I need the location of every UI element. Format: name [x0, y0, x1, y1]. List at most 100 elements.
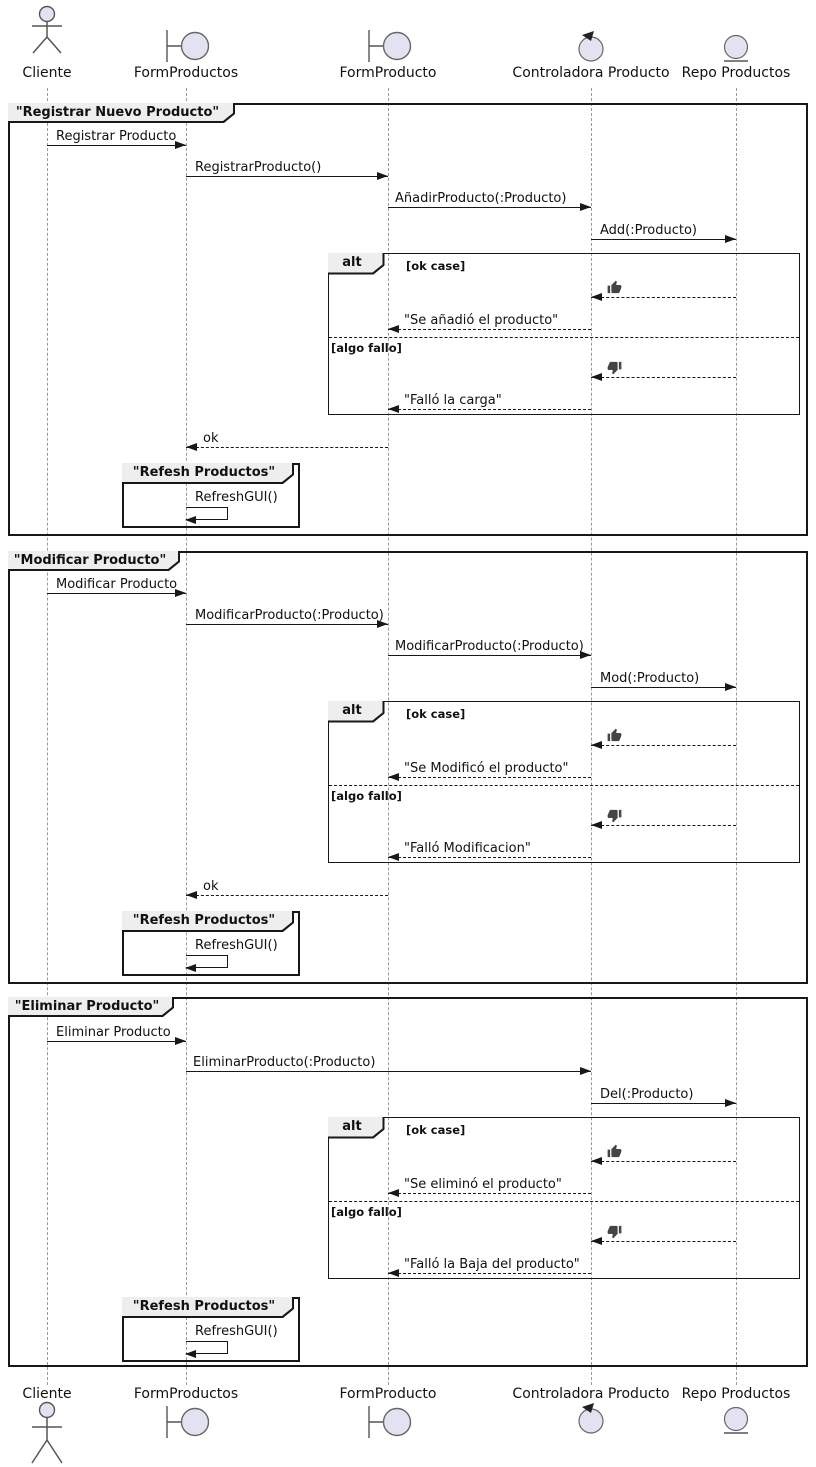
- message-label: "Falló la Baja del producto": [404, 1257, 580, 1272]
- alt-divider: [329, 337, 799, 338]
- guard-fail-label: [algo fallo]: [331, 789, 402, 803]
- message-label: Eliminar Producto: [56, 1025, 171, 1040]
- message-registrarproducto-fn: RegistrarProducto(): [186, 160, 388, 180]
- message-anadirproducto: AñadirProducto(:Producto): [388, 191, 591, 211]
- boundary-icon: [166, 30, 210, 62]
- boundary-icon: [166, 1406, 210, 1438]
- participant-repo-label-bottom: Repo Productos: [681, 1386, 791, 1402]
- frame-refresh-1: "Refesh Productos": [122, 463, 300, 528]
- alt-operator-tab: alt: [328, 701, 385, 723]
- alt-fragment-registrar: alt [ok case] [algo fallo]: [328, 253, 800, 415]
- frame-modificar-title: "Modificar Producto": [13, 552, 167, 568]
- guard-ok-label: [ok case]: [406, 259, 466, 273]
- frame-eliminar: "Eliminar Producto": [8, 997, 808, 1367]
- return-se-elimino: "Se eliminó el producto": [388, 1177, 591, 1197]
- return-ok: ok: [186, 879, 388, 899]
- participant-formproductos-label-bottom: FormProductos: [133, 1386, 239, 1402]
- alt-operator-label: alt: [342, 1119, 362, 1134]
- control-icon: [578, 1403, 604, 1434]
- message-registrar-producto: Registrar Producto: [47, 129, 186, 149]
- guard-fail-label: [algo fallo]: [331, 1205, 402, 1219]
- frame-refresh-title: "Refesh Productos": [132, 1299, 276, 1314]
- frame-refresh-title-tab: "Refesh Productos": [122, 1297, 294, 1318]
- message-label: "Falló Modificacion": [404, 841, 531, 856]
- return-fallo-baja: "Falló la Baja del producto": [388, 1257, 591, 1277]
- message-label: EliminarProducto(:Producto): [193, 1055, 376, 1070]
- boundary-icon: [368, 30, 412, 62]
- frame-refresh-3: "Refesh Productos": [122, 1297, 300, 1362]
- frame-refresh-title-tab: "Refesh Productos": [122, 463, 294, 484]
- frame-modificar: "Modificar Producto": [8, 551, 808, 984]
- message-modificar-producto: Modificar Producto: [47, 577, 186, 597]
- frame-refresh-2: "Refesh Productos": [122, 911, 300, 976]
- thumbs-down-icon: [607, 809, 622, 823]
- message-label: RefreshGUI(): [195, 490, 278, 505]
- message-label: Del(:Producto): [600, 1087, 694, 1102]
- lifeline-formproducto: [388, 88, 389, 1385]
- guard-fail-label: [algo fallo]: [331, 341, 402, 355]
- return-thumbs-up: [591, 728, 736, 749]
- message-label: "Se Modificó el producto": [404, 761, 569, 776]
- message-eliminar-producto: Eliminar Producto: [47, 1025, 186, 1045]
- message-label: Mod(:Producto): [600, 671, 700, 686]
- message-label: "Se eliminó el producto": [404, 1177, 562, 1192]
- participant-controladora-label: Controladora Producto: [512, 65, 670, 81]
- message-label: ModificarProducto(:Producto): [195, 608, 384, 623]
- thumbs-down-icon: [607, 361, 622, 375]
- message-del-producto: Del(:Producto): [591, 1087, 736, 1107]
- boundary-icon: [368, 1406, 412, 1438]
- message-label: Modificar Producto: [56, 577, 178, 592]
- message-label: RegistrarProducto(): [195, 160, 322, 175]
- frame-registrar: "Registrar Nuevo Producto": [8, 103, 808, 536]
- alt-divider: [329, 785, 799, 786]
- thumbs-up-icon: [607, 1144, 622, 1158]
- frame-registrar-title: "Registrar Nuevo Producto": [15, 104, 220, 120]
- participant-repo-label: Repo Productos: [681, 65, 791, 81]
- self-message-refreshgui: RefreshGUI(): [185, 938, 278, 972]
- alt-operator-tab: alt: [328, 253, 385, 275]
- alt-operator-label: alt: [342, 255, 362, 270]
- return-thumbs-up: [591, 280, 736, 301]
- alt-fragment-eliminar: alt [ok case] [algo fallo]: [328, 1117, 800, 1279]
- thumbs-up-icon: [607, 728, 622, 742]
- message-label: ok: [203, 431, 219, 446]
- frame-eliminar-title-tab: "Eliminar Producto": [8, 997, 174, 1017]
- lifeline-repo: [736, 88, 737, 1385]
- self-message-refreshgui: RefreshGUI(): [185, 1324, 278, 1358]
- message-modificarproducto-fn: ModificarProducto(:Producto): [186, 608, 388, 628]
- alt-divider: [329, 1201, 799, 1202]
- return-se-anadio: "Se añadió el producto": [388, 313, 591, 333]
- alt-operator-label: alt: [342, 703, 362, 718]
- message-label: AñadirProducto(:Producto): [395, 191, 567, 206]
- lifeline-cliente: [47, 88, 48, 1385]
- control-icon: [578, 31, 604, 62]
- participant-formproducto-label: FormProducto: [339, 65, 437, 81]
- alt-fragment-modificar: alt [ok case] [algo fallo]: [328, 701, 800, 863]
- message-label: Registrar Producto: [56, 129, 177, 144]
- guard-ok-label: [ok case]: [406, 1123, 466, 1137]
- lifeline-formproductos: [186, 88, 187, 1385]
- self-message-refreshgui: RefreshGUI(): [185, 490, 278, 524]
- frame-eliminar-title: "Eliminar Producto": [14, 998, 160, 1014]
- frame-refresh-title: "Refesh Productos": [132, 465, 276, 480]
- message-label: RefreshGUI(): [195, 1324, 278, 1339]
- thumbs-up-icon: [607, 280, 622, 294]
- message-modificarproducto-fn2: ModificarProducto(:Producto): [388, 639, 591, 659]
- message-label: RefreshGUI(): [195, 938, 278, 953]
- guard-ok-label: [ok case]: [406, 707, 466, 721]
- message-mod-producto: Mod(:Producto): [591, 671, 736, 691]
- message-label: "Falló la carga": [404, 393, 502, 408]
- participant-formproductos-label: FormProductos: [133, 65, 239, 81]
- message-label: ok: [203, 879, 219, 894]
- return-ok: ok: [186, 431, 388, 451]
- return-fallo-carga: "Falló la carga": [388, 393, 591, 413]
- message-add-producto: Add(:Producto): [591, 223, 736, 243]
- return-se-modifico: "Se Modificó el producto": [388, 761, 591, 781]
- lifeline-controladora: [591, 88, 592, 1385]
- frame-refresh-title-tab: "Refesh Productos": [122, 911, 294, 932]
- message-eliminarproducto-fn: EliminarProducto(:Producto): [186, 1055, 591, 1075]
- entity-icon: [723, 34, 749, 62]
- actor-icon: [31, 1401, 63, 1464]
- frame-modificar-title-tab: "Modificar Producto": [8, 551, 180, 571]
